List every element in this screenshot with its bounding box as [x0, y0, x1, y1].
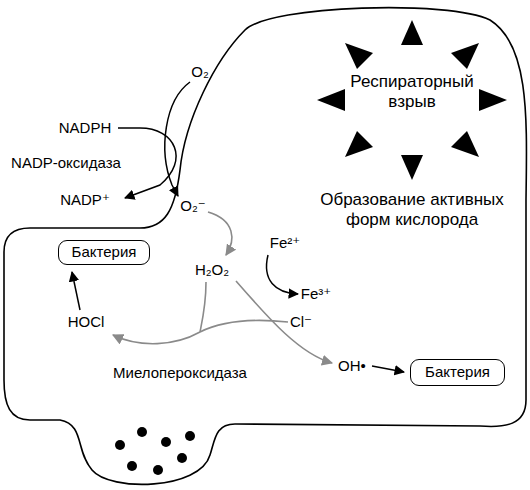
granule	[127, 461, 137, 471]
enzyme-name: Миелопероксидаза	[113, 364, 247, 382]
node-text: Бактерия	[425, 364, 490, 381]
process-title: Респираторный взрыв	[337, 72, 487, 113]
bacterium-box: Бактерия	[410, 359, 505, 386]
chemical-formula: NADPH	[59, 119, 112, 137]
burst-ray	[401, 155, 423, 180]
reaction-arrow	[113, 332, 200, 344]
reaction-arrow	[372, 366, 404, 372]
bacterium-box: Бактерия	[58, 240, 150, 265]
reaction-arrow	[118, 128, 176, 198]
burst-ray	[451, 131, 479, 157]
granule	[177, 453, 187, 463]
burst-ray	[317, 89, 345, 111]
burst-ray	[451, 43, 479, 69]
reaction-arrow	[208, 212, 232, 255]
process-label: Образование активных форм кислорода	[312, 190, 512, 231]
chemical-formula: H₂O₂	[195, 261, 229, 279]
burst-ray	[345, 131, 373, 157]
chemical-formula: Fe²⁺	[270, 234, 300, 252]
reaction-line	[200, 320, 288, 332]
reaction-line	[200, 282, 206, 332]
chemical-formula: OH•	[338, 357, 366, 375]
chemical-formula: HOCl	[68, 313, 105, 331]
chemical-formula: Fe³⁺	[301, 285, 331, 303]
granule	[185, 431, 195, 441]
granule	[137, 427, 147, 437]
chemical-formula: O₂	[191, 63, 209, 81]
chemical-formula: Cl⁻	[290, 313, 312, 331]
burst-ray	[401, 20, 423, 45]
chemical-formula: O₂⁻	[180, 197, 205, 215]
node-text: Бактерия	[72, 244, 137, 261]
granule	[153, 465, 163, 475]
enzyme-name: NADP-оксидаза	[11, 154, 121, 172]
reaction-arrow	[72, 272, 80, 310]
burst-rays	[317, 20, 507, 180]
reaction-arrow	[165, 82, 190, 196]
granule	[115, 440, 125, 450]
granules	[115, 427, 195, 475]
reaction-arrow	[267, 255, 298, 294]
burst-ray	[479, 89, 507, 111]
cell-membrane	[4, 8, 526, 485]
chemical-formula: NADP⁺	[60, 191, 110, 209]
burst-ray	[345, 43, 373, 69]
granule	[161, 437, 171, 447]
